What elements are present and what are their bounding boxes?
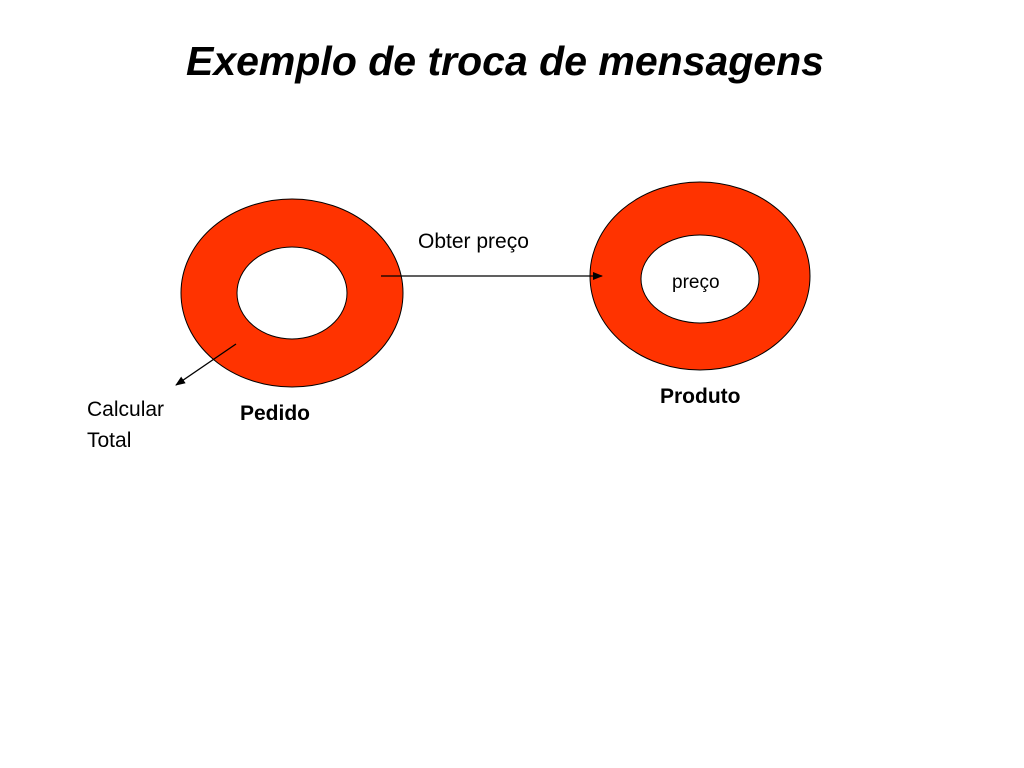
message-label: Obter preço: [418, 230, 529, 253]
produto-attribute-label: preço: [672, 272, 720, 293]
produto-inner-core: [640, 234, 760, 324]
pedido-object-label: Pedido: [240, 402, 311, 425]
produto-object-label: Produto: [660, 385, 741, 408]
self-message-label-line: Total: [87, 429, 132, 452]
self-message-label-line: Calcular: [87, 398, 165, 421]
pedido-inner-core: [236, 246, 348, 340]
slide-title: Exemplo de troca de mensagens: [185, 38, 824, 84]
self-message-arrow: [175, 343, 237, 386]
self-message-label: Calcular Total: [87, 394, 164, 456]
